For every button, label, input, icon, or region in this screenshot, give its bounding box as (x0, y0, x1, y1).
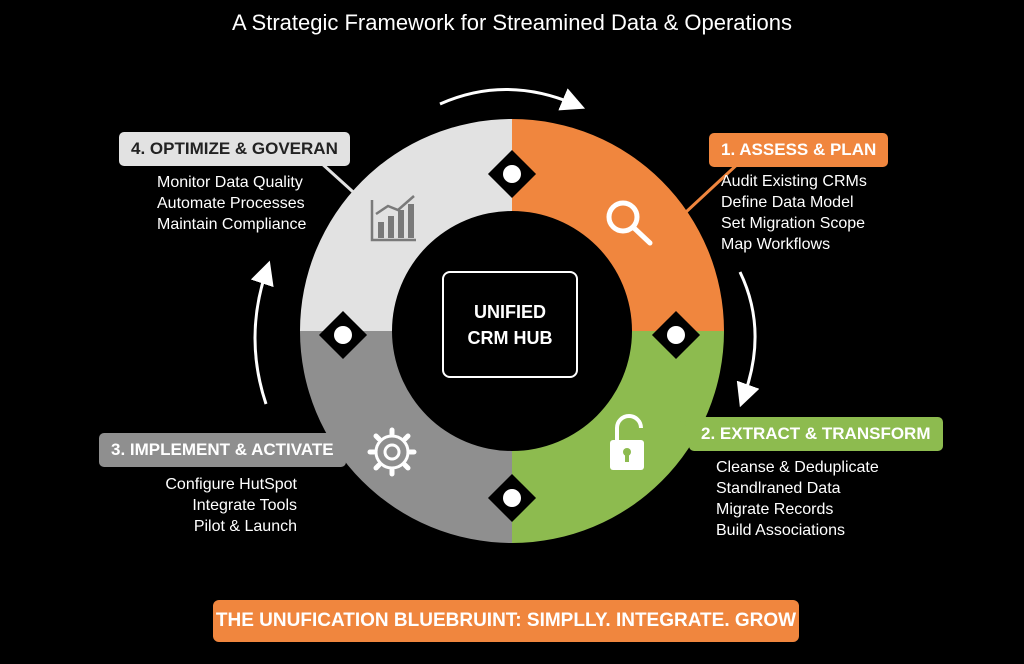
phase-2-item: Migrate Records (716, 501, 834, 518)
phase-4-item: Monitor Data Quality (157, 174, 303, 191)
phase-2-item: Cleanse & Deduplicate (716, 459, 879, 476)
seam-node-right (651, 310, 701, 360)
phase-1-item: Define Data Model (721, 194, 854, 211)
phase-3-item: Integrate Tools (192, 497, 297, 514)
phase-3-item: Configure HutSpot (165, 476, 297, 493)
gear-icon (367, 427, 417, 477)
phase-2-item: Build Associations (716, 522, 845, 539)
tagline-banner: THE UNUFICATION BLUEBRUINT: SIMPLLY. INT… (213, 600, 799, 642)
padlock-icon (610, 414, 644, 470)
phase-2-label: 2. EXTRACT & TRANSFORM (689, 417, 943, 451)
phase-1-item: Map Workflows (721, 236, 831, 253)
seam-node-top (487, 149, 537, 199)
seam-node-left (318, 310, 368, 360)
bar-chart-icon (370, 195, 416, 242)
phase-1-items: Audit Existing CRMs Define Data Model Se… (721, 171, 867, 255)
diagram-title: A Strategic Framework for Streamined Dat… (231, 10, 792, 35)
phase-3-items: Configure HutSpot Integrate Tools Pilot … (140, 474, 297, 537)
magnifier-icon (606, 200, 653, 246)
connector-line-optimize (318, 160, 364, 202)
phase-3-item: Pilot & Launch (193, 518, 297, 535)
cycle-arrow-right (736, 271, 760, 408)
phase-4-items: Monitor Data Quality Automate Processes … (157, 172, 306, 235)
connector-line-assess (670, 158, 744, 227)
phase-2-items: Cleanse & Deduplicate Standlraned Data M… (716, 457, 879, 541)
hub-box: UNIFIED CRM HUB (442, 271, 578, 378)
segment-optimize (300, 119, 512, 331)
segment-assess (512, 119, 724, 331)
phase-1-item: Set Migration Scope (721, 215, 866, 232)
hub-line-1: UNIFIED (474, 301, 546, 322)
phase-3-label: 3. IMPLEMENT & ACTIVATE (99, 433, 346, 467)
phase-1-label: 1. ASSESS & PLAN (709, 133, 889, 167)
phase-2-item: Standlraned Data (716, 480, 841, 497)
phase-4-item: Automate Processes (157, 195, 305, 212)
cycle-arrow-top (439, 88, 586, 111)
hub-line-2: CRM HUB (467, 327, 553, 348)
seam-node-bottom (487, 473, 537, 523)
cycle-arrow-left (250, 260, 274, 405)
phase-1-item: Audit Existing CRMs (721, 173, 867, 190)
phase-4-item: Maintain Compliance (157, 216, 307, 233)
phase-4-label: 4. OPTIMIZE & GOVERAN (119, 132, 350, 166)
